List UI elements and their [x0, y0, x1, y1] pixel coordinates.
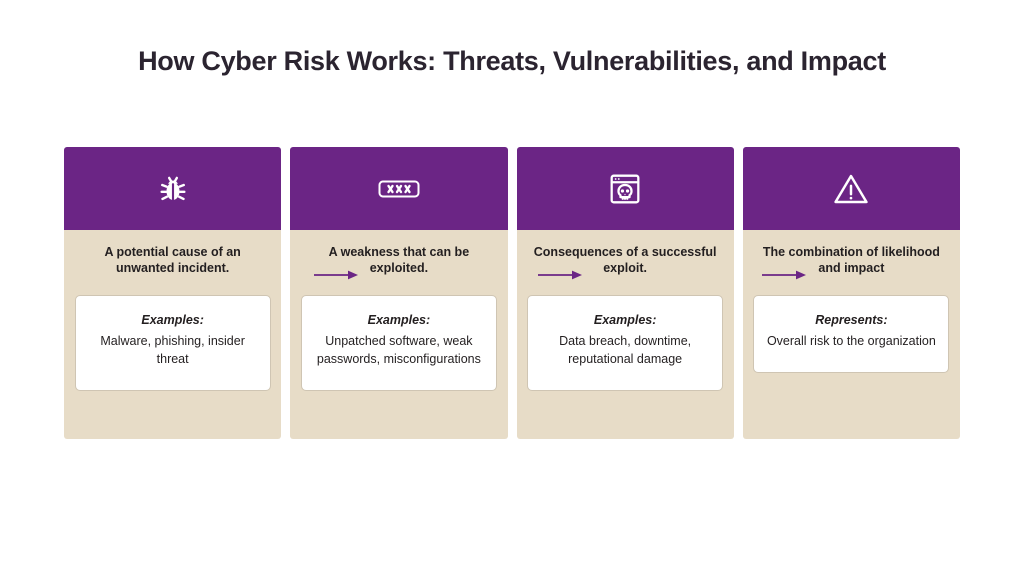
- examples-box: Represents: Overall risk to the organiza…: [753, 295, 950, 373]
- card-icon-header: [290, 147, 508, 230]
- examples-box: Examples: Malware, phishing, insider thr…: [74, 295, 271, 391]
- card-icon-header: [742, 147, 960, 230]
- flow-card-threat: A potential cause of an unwanted inciden…: [64, 147, 282, 439]
- examples-label: Examples:: [141, 313, 204, 327]
- examples-box: Examples: Data breach, downtime, reputat…: [527, 295, 724, 391]
- card-body: Consequences of a successful exploit. Ex…: [516, 230, 734, 439]
- bug-icon: [156, 172, 190, 206]
- card-body: The combination of likelihood and impact…: [742, 230, 960, 439]
- examples-label: Examples:: [367, 313, 431, 327]
- examples-text: Malware, phishing, insider threat: [100, 333, 245, 366]
- card-description: A potential cause of an unwanted inciden…: [104, 245, 241, 275]
- flow-card-impact: Consequences of a successful exploit. Ex…: [516, 147, 734, 439]
- risk-flow-row: A potential cause of an unwanted inciden…: [64, 147, 960, 439]
- browser-skull-icon: [608, 172, 642, 206]
- password-field-icon: [377, 174, 421, 204]
- card-icon-header: [64, 147, 282, 230]
- card-body: A potential cause of an unwanted inciden…: [64, 230, 282, 439]
- examples-label: Examples:: [593, 313, 657, 327]
- examples-text: Unpatched software, weak passwords, misc…: [316, 333, 481, 366]
- examples-label: Represents:: [815, 313, 888, 327]
- warning-triangle-icon: [832, 172, 870, 206]
- page-title: How Cyber Risk Works: Threats, Vulnerabi…: [138, 46, 886, 76]
- card-description: The combination of likelihood and impact: [762, 245, 940, 275]
- examples-text: Data breach, downtime, reputational dama…: [559, 333, 692, 366]
- examples-box: Examples: Unpatched software, weak passw…: [300, 295, 497, 391]
- examples-text: Overall risk to the organization: [766, 333, 936, 348]
- flow-card-vulnerability: A weakness that can be exploited. Exampl…: [290, 147, 508, 439]
- card-description: A weakness that can be exploited.: [328, 245, 470, 275]
- card-icon-header: [516, 147, 734, 230]
- card-body: A weakness that can be exploited. Exampl…: [290, 230, 508, 439]
- flow-card-risk: The combination of likelihood and impact…: [742, 147, 960, 439]
- card-description: Consequences of a successful exploit.: [533, 245, 717, 275]
